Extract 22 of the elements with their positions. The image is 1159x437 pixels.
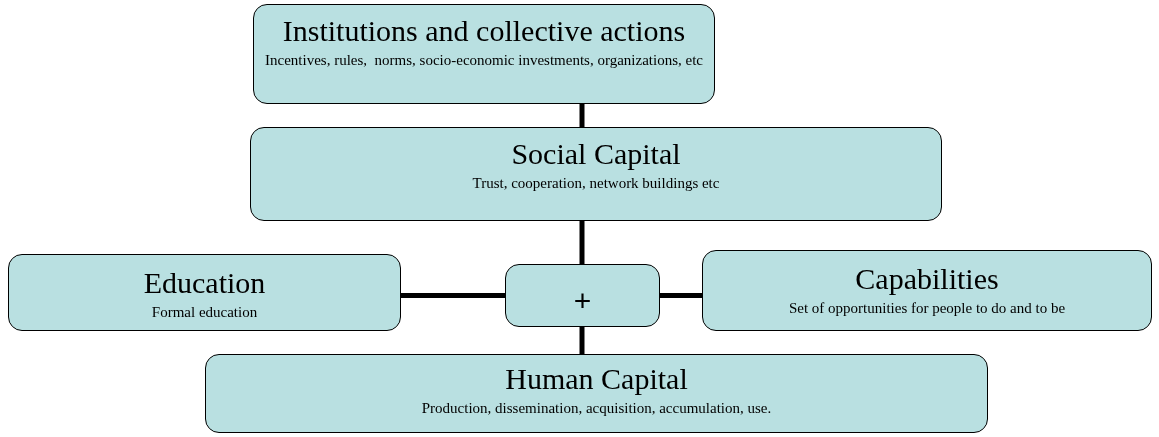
process-box (253, 4, 715, 104)
process-box (250, 127, 942, 221)
box-title: Social Capital (511, 138, 681, 170)
box-description: Formal education (151, 303, 258, 321)
connector-line (579, 327, 585, 354)
box-title: Institutions and collective actions (282, 15, 686, 47)
box-title: Capabilities (855, 263, 999, 295)
connector-line (660, 293, 702, 298)
process-box (8, 254, 401, 331)
connector-line (579, 221, 585, 264)
box-description: Incentives, rules, norms, socio-economic investments, organizations, etc (265, 51, 703, 69)
process-box (505, 264, 660, 327)
box-description: Trust, cooperation, network buildings etc (472, 174, 720, 192)
process-box (702, 250, 1152, 331)
box-description: Production, dissemination, acquisition, accumulation, use. (421, 399, 772, 417)
process-box (205, 354, 988, 433)
box-title: + (573, 285, 592, 317)
box-description: Set of opportunities for people to do and to be (788, 299, 1066, 317)
box-title: Education (143, 267, 266, 299)
connector-line (401, 293, 505, 298)
connector-line (579, 104, 585, 127)
box-title: Human Capital (505, 363, 688, 395)
